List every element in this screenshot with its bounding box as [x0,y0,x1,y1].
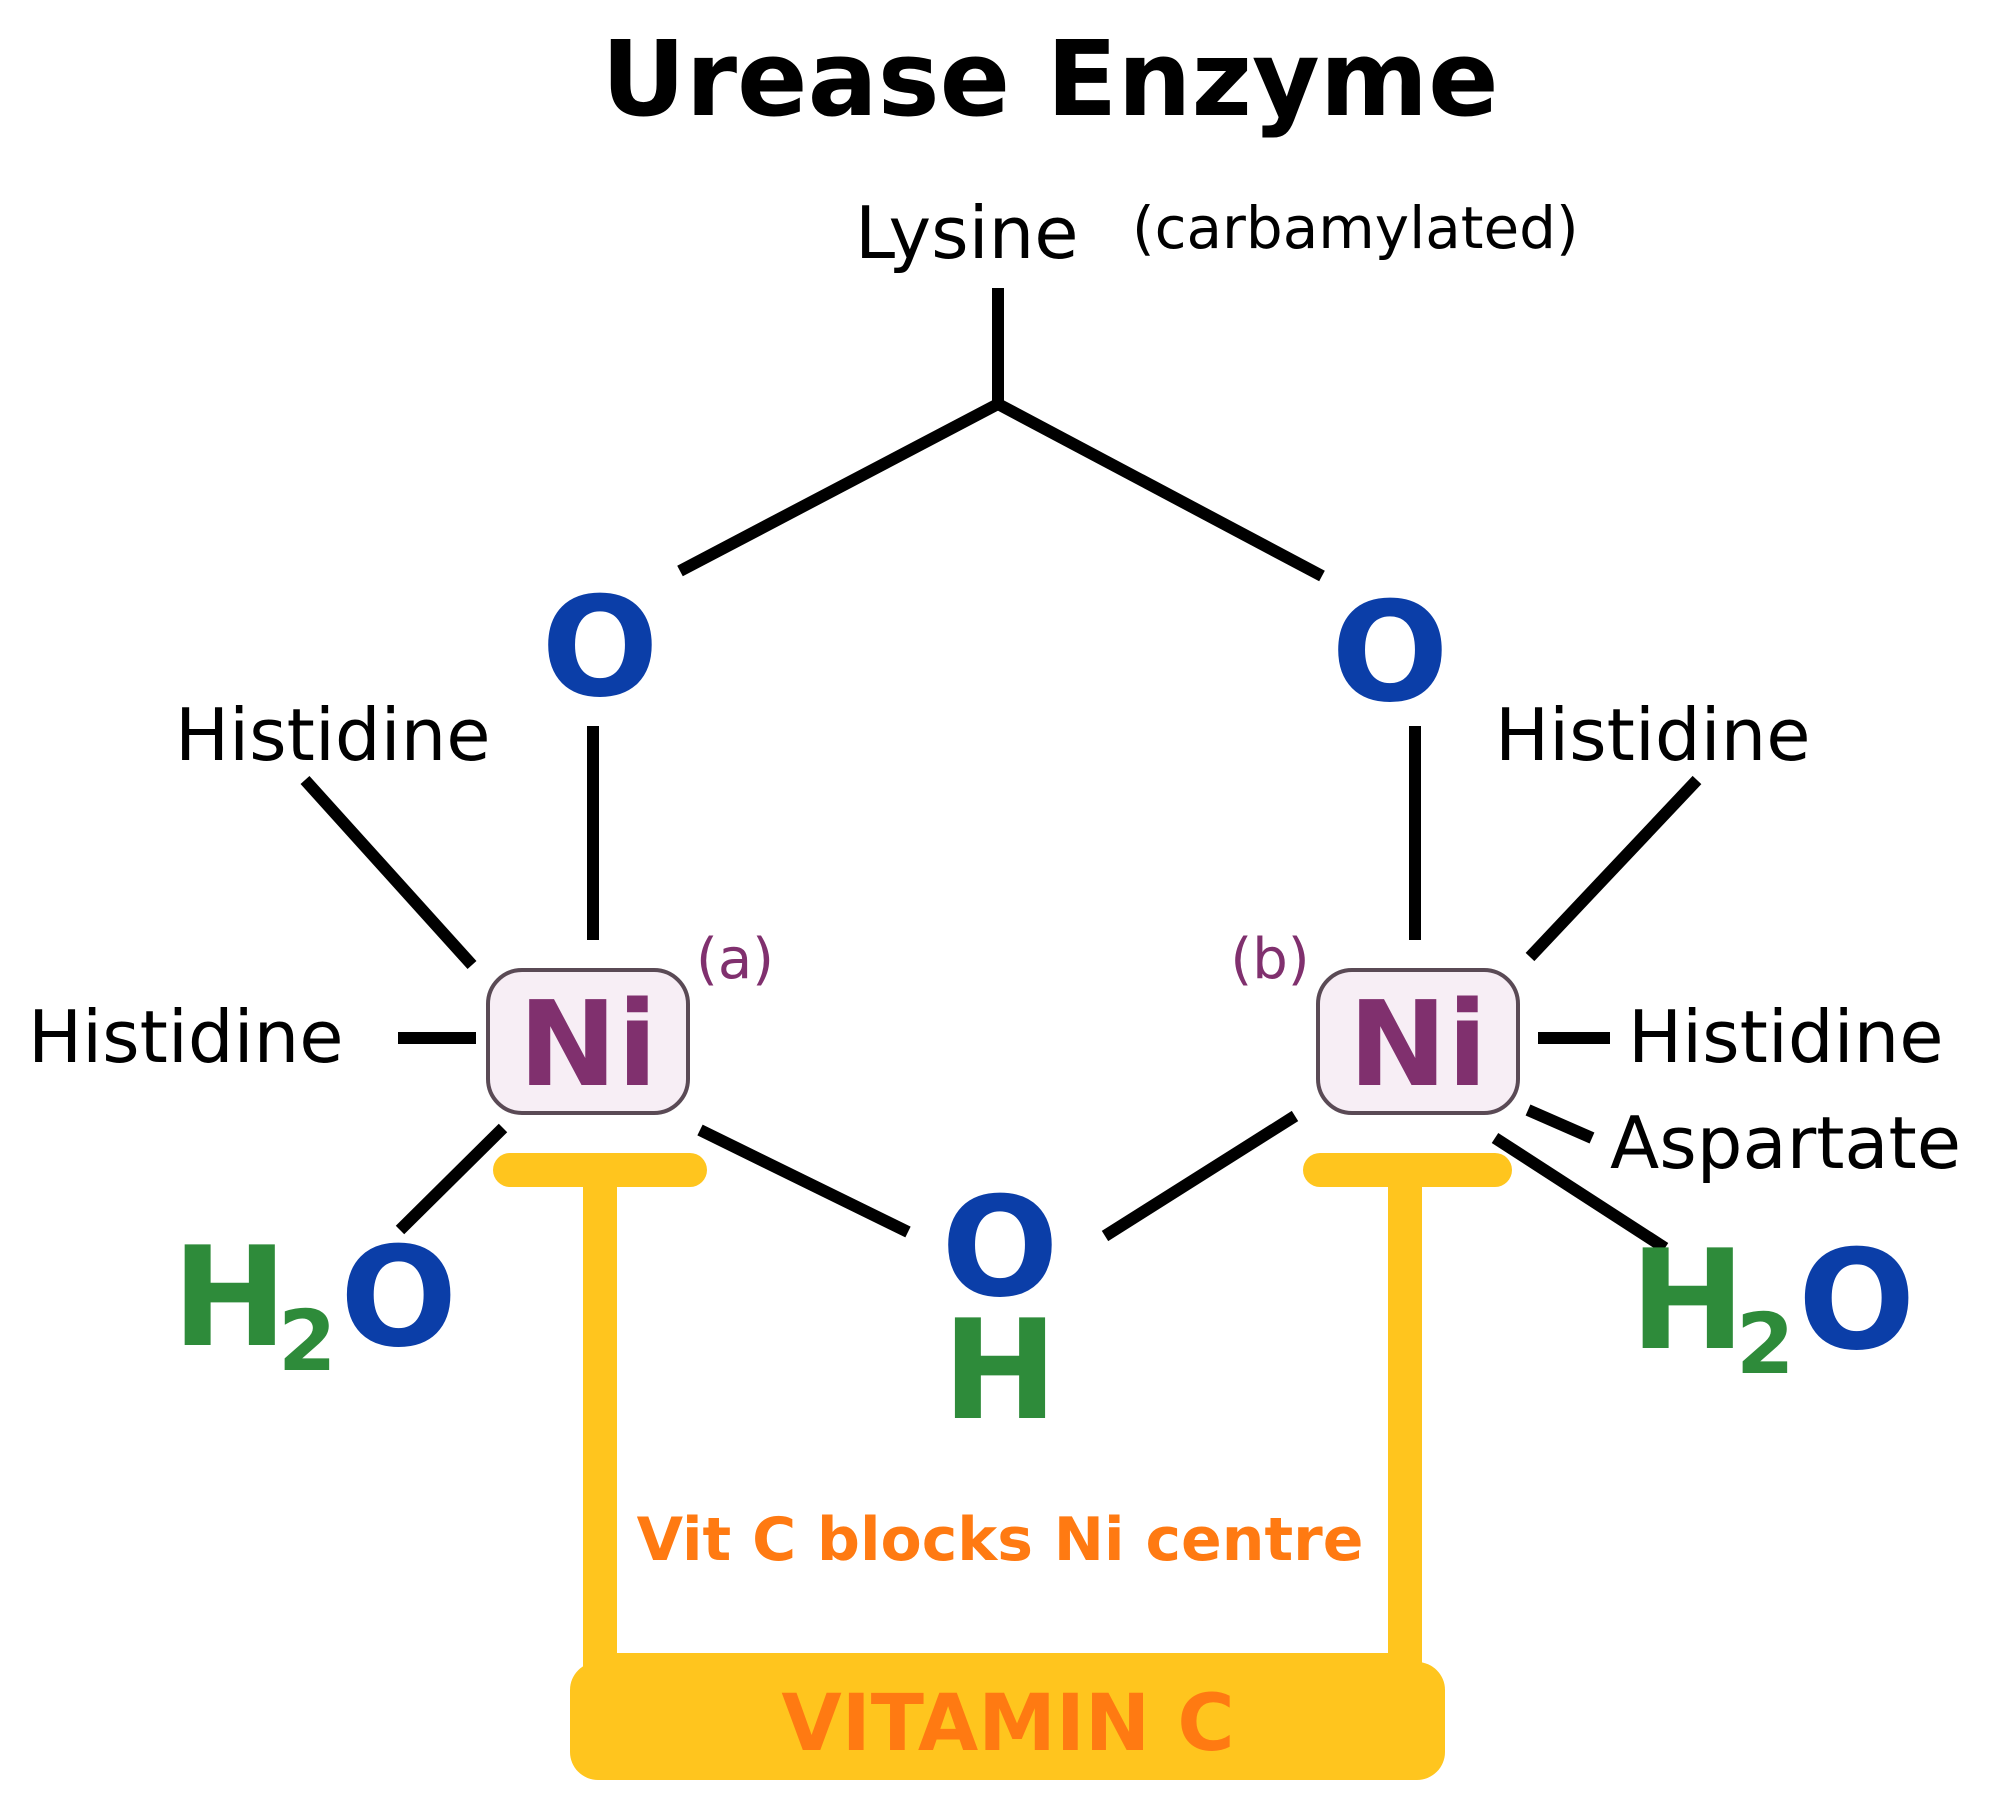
water-right-oxygen: O [1798,1220,1915,1381]
oxygen-right: O [1331,572,1448,733]
water-left-hydrogen: H [172,1217,288,1378]
lysine-label: Lysine [855,191,1079,275]
site-a-label: (a) [696,927,774,992]
water-left: H 2 O [172,1217,457,1390]
bond-ni-histidine-right-upper [1525,775,1702,962]
histidine-right-middle: Histidine [1628,995,1944,1079]
bond-ni-water-right [1491,1132,1669,1254]
bonds [300,288,1702,1254]
nickel-a-box [488,970,688,1113]
vitamin-c-annotation: Vit C blocks Ni centre [637,1505,1364,1575]
aspartate-label: Aspartate [1610,1101,1961,1185]
bond-ni-oh-left [697,1124,911,1238]
bond-carbon-o-right [995,398,1325,582]
water-left-oxygen: O [340,1217,457,1378]
diagram-title: Urease Enzyme [601,18,1498,140]
histidine-left-upper: Histidine [175,693,491,777]
water-right: H 2 O [1630,1220,1915,1393]
water-right-hydrogen: H [1630,1220,1746,1381]
site-b-label: (b) [1230,927,1309,992]
bond-carbon-o-left [677,398,1001,577]
nickel-a: Ni [486,968,690,1115]
lysine-qualifier: (carbamylated) [1132,194,1579,262]
bond-ni-aspartate [1525,1104,1595,1144]
nickel-b-symbol: Ni [1348,975,1487,1113]
nickel-a-symbol: Ni [518,975,657,1113]
bond-ni-histidine-left-upper [300,775,477,970]
histidine-left-middle: Histidine [28,995,344,1079]
vitamin-c-bar [570,1662,1445,1780]
nickel-a-box-outline [486,968,690,1115]
bond-ni-oh-right [1101,1110,1299,1242]
water-left-subscript: 2 [278,1292,336,1390]
hydroxide-oxygen: O [941,1167,1058,1328]
bond-ni-water-left [395,1123,508,1235]
hydroxide-hydrogen: H [942,1290,1058,1451]
water-right-subscript: 2 [1736,1295,1794,1393]
nickel-b-box [1318,970,1518,1113]
nickel-b-box-outline [1316,968,1520,1115]
histidine-right-upper: Histidine [1495,693,1811,777]
nickel-b: Ni [1316,968,1520,1115]
oxygen-left: O [541,567,658,728]
vitamin-c-label: VITAMIN C [781,1679,1234,1769]
vitamin-c-bracket [493,1153,1512,1780]
